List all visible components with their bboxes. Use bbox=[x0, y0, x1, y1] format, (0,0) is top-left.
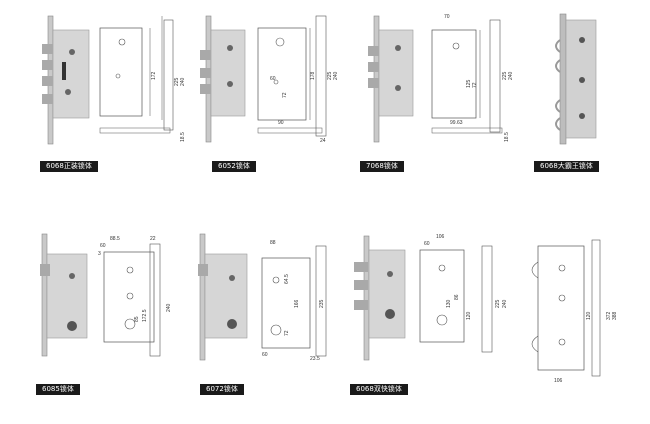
dim-h3: 240 bbox=[180, 77, 186, 86]
lock-body-photo bbox=[555, 13, 597, 145]
dim-h3: 225 bbox=[327, 71, 333, 80]
dim-h3: 120 bbox=[466, 311, 472, 320]
product-label: 6068正装锁体 bbox=[40, 161, 98, 172]
dim-h4: 225 bbox=[495, 299, 501, 308]
product-label: 6052锁体 bbox=[212, 161, 256, 172]
lock-body-drawing: 172 225 240 18.5 bbox=[99, 16, 186, 142]
dim-h3: 225 bbox=[502, 71, 508, 80]
lock-body-drawing: 88.5 60 3 85 172.5 240 22 bbox=[98, 236, 172, 357]
dim-h2: 72 bbox=[472, 82, 478, 88]
dim-h4: 240 bbox=[508, 71, 514, 80]
dim-h1: 130 bbox=[446, 299, 452, 308]
dim-top2: 60 bbox=[424, 241, 430, 247]
lock-body-drawing: 70 125 72 225 240 99.63 18.5 bbox=[431, 14, 514, 142]
product-7068: 70 125 72 225 240 99.63 18.5 7068锁体 bbox=[330, 0, 514, 200]
dim-w1: 90 bbox=[278, 120, 284, 126]
dim-top: 106 bbox=[436, 234, 445, 240]
dim-h2: 372 bbox=[606, 311, 612, 320]
lock-body-drawing: 88 64.5 166 72 235 60 23.5 bbox=[261, 240, 327, 362]
lock-body-drawing: 60 72 178 225 240 90 24 bbox=[257, 15, 338, 144]
product-label: 6068大霸王锁体 bbox=[534, 161, 599, 172]
dim-w1: 106 bbox=[554, 378, 563, 384]
dim-h3: 72 bbox=[284, 330, 290, 336]
dim-h1: 64.5 bbox=[284, 274, 290, 284]
product-label: 7068锁体 bbox=[360, 161, 404, 172]
product-label: 6068双快锁体 bbox=[350, 384, 408, 395]
lock-body-drawing: 106 60 130 86 120 225 240 bbox=[419, 234, 508, 353]
dim-top: 70 bbox=[444, 14, 450, 20]
lock-body-photo bbox=[40, 233, 88, 357]
dim-h2: 86 bbox=[454, 294, 460, 300]
product-label: 6072锁体 bbox=[200, 384, 244, 395]
dim-h5: 240 bbox=[502, 299, 508, 308]
dim-b1: 23.5 bbox=[310, 356, 320, 362]
dim-h4: 240 bbox=[333, 71, 338, 80]
dim-top2: 60 bbox=[100, 243, 106, 249]
dim-top: 60 bbox=[270, 76, 276, 82]
lock-body-photo bbox=[42, 15, 90, 145]
dim-h1: 172 bbox=[151, 71, 157, 80]
dim-b1: 18.5 bbox=[504, 132, 510, 142]
dim-top: 88 bbox=[270, 240, 276, 246]
dim-b1: 18.5 bbox=[180, 132, 186, 142]
dim-b1: 24 bbox=[320, 138, 326, 144]
dim-top: 88.5 bbox=[110, 236, 120, 242]
dim-h2: 178 bbox=[310, 71, 316, 80]
dim-h1: 85 bbox=[134, 316, 140, 322]
dim-h2: 166 bbox=[294, 299, 300, 308]
dim-s1: 3 bbox=[98, 251, 101, 257]
dim-h4: 235 bbox=[319, 299, 325, 308]
dim-h3: 240 bbox=[166, 303, 172, 312]
product-6068-big: 6068大霸王锁体 bbox=[500, 0, 650, 200]
dim-h2: 225 bbox=[174, 77, 180, 86]
lock-body-photo bbox=[198, 233, 248, 361]
lock-body-drawing: 120 372 388 106 bbox=[531, 239, 618, 384]
dim-h3: 388 bbox=[612, 311, 618, 320]
dim-w1: 60 bbox=[262, 352, 268, 358]
product-6072: 88 64.5 166 72 235 60 23.5 6072锁体 bbox=[170, 222, 340, 412]
product-6052: 60 72 178 225 240 90 24 6052锁体 bbox=[160, 0, 338, 200]
product-6068-standard: 172 225 240 18.5 6068正装锁体 bbox=[0, 0, 186, 200]
dim-w2: 22 bbox=[150, 236, 156, 242]
product-label: 6085锁体 bbox=[36, 384, 80, 395]
lock-body-photo bbox=[354, 235, 406, 361]
dim-h2: 172.5 bbox=[142, 309, 148, 322]
dim-h1: 120 bbox=[586, 311, 592, 320]
product-6068-double: 106 60 130 86 120 225 240 6068双快锁体 bbox=[340, 222, 510, 412]
dim-h1: 72 bbox=[282, 92, 288, 98]
dim-w1: 99.63 bbox=[450, 120, 463, 126]
product-6085: 88.5 60 3 85 172.5 240 22 6085锁体 bbox=[0, 222, 172, 412]
lock-body-photo bbox=[200, 15, 246, 143]
dim-h1: 125 bbox=[466, 79, 472, 88]
product-drawing-8: 120 372 388 106 bbox=[510, 222, 650, 412]
lock-body-photo bbox=[368, 15, 414, 143]
